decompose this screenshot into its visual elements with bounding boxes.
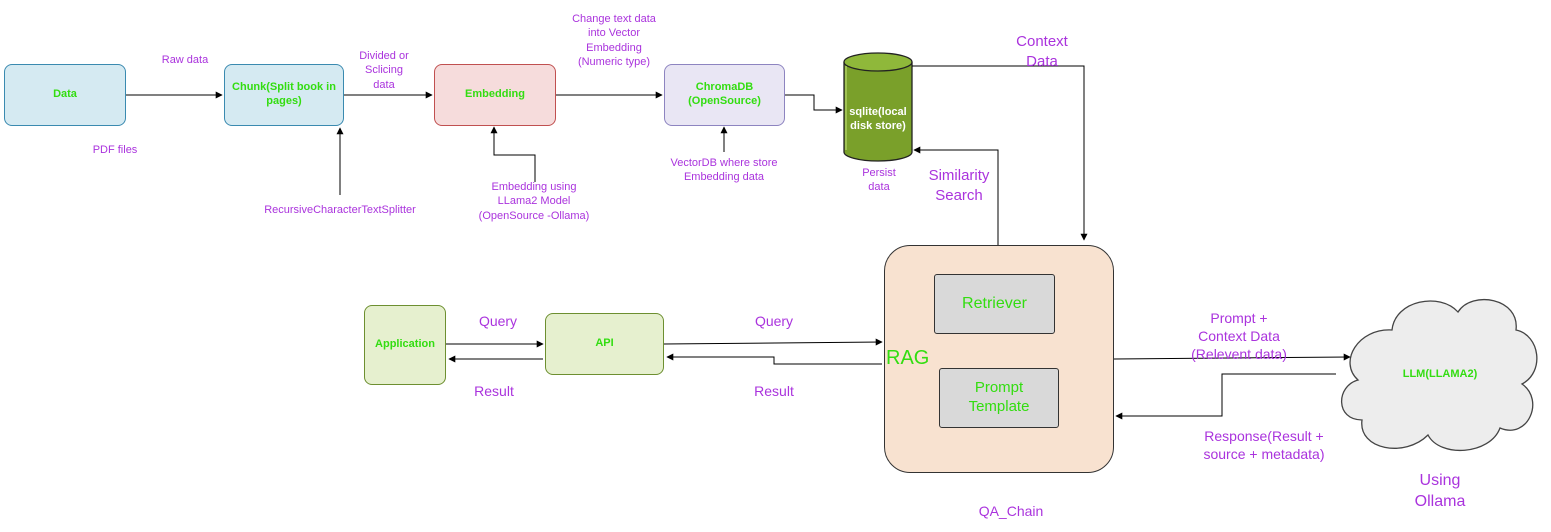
context-data-label: Context Data	[1016, 33, 1068, 70]
retriever-node[interactable]: Retriever	[934, 274, 1055, 334]
api-node-label: API	[595, 337, 614, 350]
arrow-api-rag	[663, 338, 883, 346]
llm-cloud	[1340, 298, 1538, 452]
arrow-similarity-search	[913, 146, 999, 245]
vectordb-label: VectorDB where store Embedding data	[670, 157, 778, 184]
chromadb-node[interactable]: ChromaDB (OpenSource)	[664, 64, 785, 126]
chromadb-node-label: ChromaDB (OpenSource)	[688, 81, 761, 107]
persist-label: Persist data	[862, 167, 896, 194]
data-node-label: Data	[53, 88, 77, 101]
qa-chain-label: QA_Chain	[978, 503, 1044, 519]
pdf-files-label: PDF files	[92, 144, 138, 156]
similarity-search-label: Similarity Search	[928, 167, 990, 204]
arrow-rag-api	[666, 353, 882, 365]
arrow-model-embedding	[490, 126, 536, 182]
llm-node-label: LLM(LLAMA2)	[1402, 368, 1478, 380]
arrow-rag-llm	[1113, 353, 1351, 361]
query-right-label: Query	[754, 313, 794, 329]
api-node[interactable]: API	[545, 313, 664, 375]
prompt-template-node-label: Prompt Template	[968, 379, 1030, 415]
response-label: Response(Result + source + metadata)	[1203, 428, 1325, 463]
prompt-context-label: Prompt + Context Data (Relevent data)	[1191, 310, 1287, 363]
raw-data-label: Raw data	[161, 54, 209, 66]
application-node-label: Application	[375, 338, 435, 351]
rag-label: RAG	[886, 347, 930, 369]
arrow-llm-rag	[1115, 373, 1336, 420]
embedding-node[interactable]: Embedding	[434, 64, 556, 126]
chunk-node[interactable]: Chunk(Split book in pages)	[224, 64, 344, 126]
retriever-node-label: Retriever	[962, 295, 1027, 312]
using-ollama-label: Using Ollama	[1414, 472, 1466, 510]
divided-label: Divided or Sclicing data	[359, 50, 409, 91]
chunk-node-label: Chunk(Split book in pages)	[232, 81, 336, 107]
change-text-label: Change text data into Vector Embedding (…	[572, 13, 656, 68]
arrow-context-data	[912, 65, 1088, 241]
application-node[interactable]: Application	[364, 305, 446, 385]
sqlite-cylinder	[843, 52, 913, 162]
sqlite-node-label: sqlite(local disk store)	[849, 106, 907, 132]
embedding-using-label: Embedding using LLama2 Model (OpenSource…	[478, 181, 590, 222]
query-left-label: Query	[478, 313, 518, 329]
embedding-node-label: Embedding	[465, 88, 525, 101]
result-left-label: Result	[474, 383, 514, 399]
splitter-label: RecursiveCharacterTextSplitter	[264, 204, 416, 216]
prompt-template-node[interactable]: Prompt Template	[939, 368, 1059, 428]
result-right-label: Result	[754, 383, 794, 399]
data-node[interactable]: Data	[4, 64, 126, 126]
arrow-chromadb-sqlite	[785, 94, 843, 114]
